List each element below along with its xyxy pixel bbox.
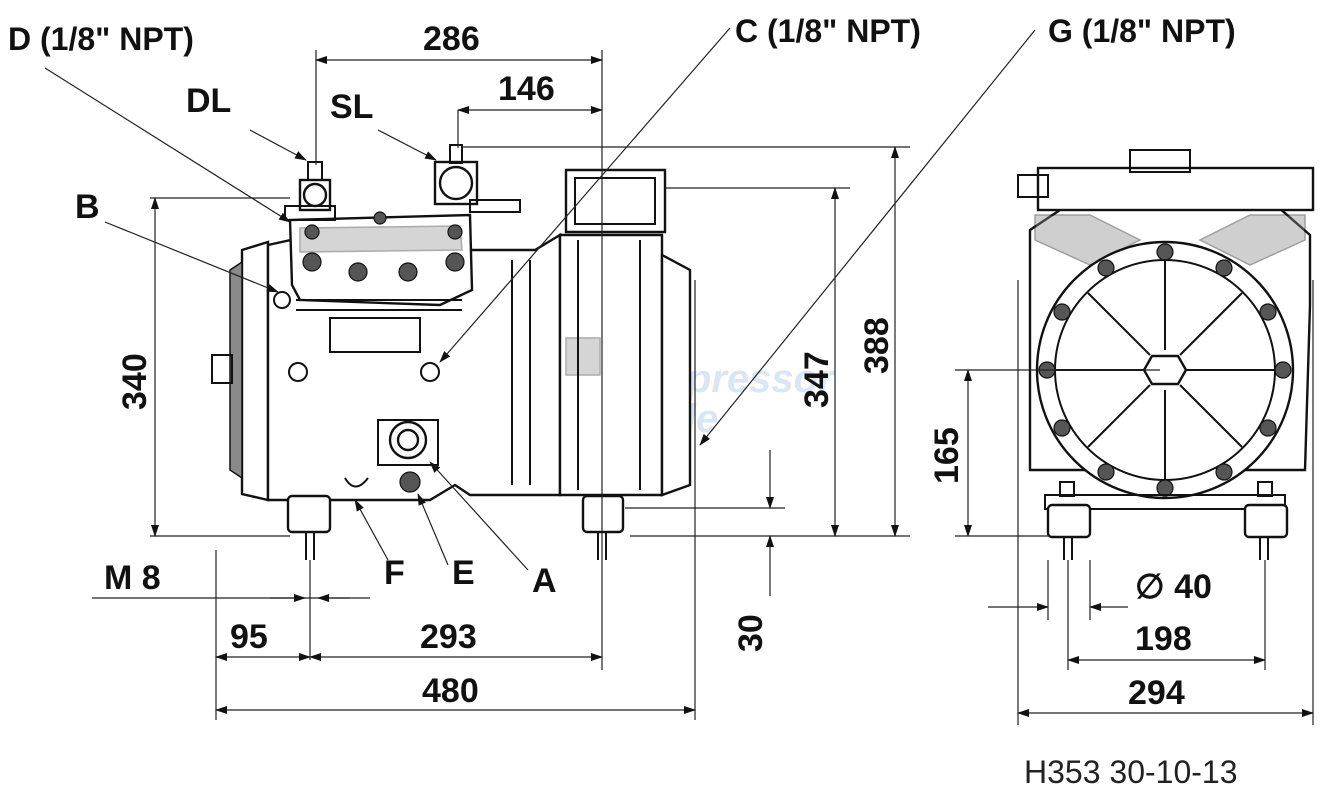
dim-30: 30 <box>732 614 770 652</box>
label-a: A <box>532 562 557 600</box>
drawing-code: H353 30-10-13 <box>1024 754 1237 790</box>
dim-388: 388 <box>858 317 896 374</box>
label-d-port: D (1/8" NPT) <box>8 21 194 57</box>
dim-286: 286 <box>423 20 480 58</box>
label-c-port: C (1/8" NPT) <box>735 13 921 49</box>
dim-294: 294 <box>1128 674 1185 712</box>
dim-dia40: ∅ 40 <box>1135 568 1212 606</box>
label-sl: SL <box>330 88 373 126</box>
dim-95: 95 <box>230 618 268 656</box>
dim-146: 146 <box>498 70 555 108</box>
dim-480: 480 <box>422 672 479 710</box>
front-view <box>1017 149 1315 560</box>
dim-165: 165 <box>928 427 966 484</box>
label-m8: M 8 <box>104 559 161 597</box>
dimension-values: 286 146 340 347 388 30 95 293 480 165 ∅ … <box>116 20 1212 712</box>
side-feet <box>286 494 625 560</box>
label-f: F <box>384 554 405 592</box>
label-e: E <box>452 554 475 592</box>
dim-293: 293 <box>420 618 477 656</box>
dim-198: 198 <box>1135 620 1192 658</box>
cover-bolts <box>1038 243 1292 497</box>
dim-340: 340 <box>116 353 154 410</box>
callout-labels: D (1/8" NPT) C (1/8" NPT) G (1/8" NPT) D… <box>8 13 1236 600</box>
label-g-port: G (1/8" NPT) <box>1048 13 1236 49</box>
suction-valve <box>433 144 521 213</box>
dimension-lines <box>92 50 1314 725</box>
dim-347: 347 <box>798 351 836 408</box>
side-view <box>211 144 692 560</box>
label-dl: DL <box>186 82 231 120</box>
head-bolts <box>302 211 465 282</box>
label-b: B <box>75 188 100 226</box>
discharge-valve <box>284 161 336 221</box>
leader-lines <box>44 27 1036 571</box>
